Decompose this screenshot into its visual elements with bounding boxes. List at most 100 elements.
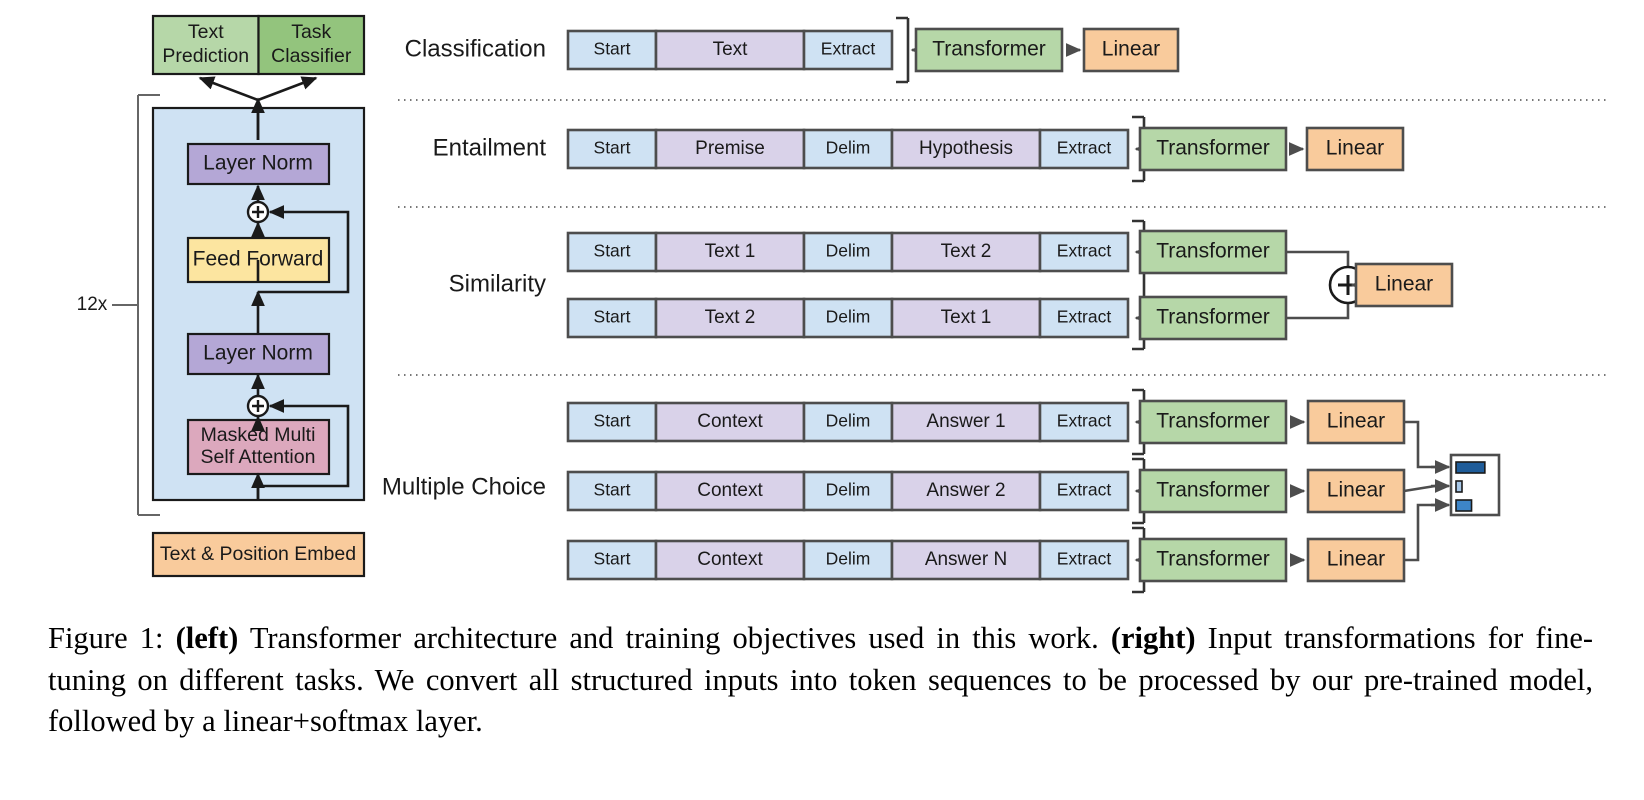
token-label-multiple-choice-r1-2: Delim bbox=[826, 480, 871, 500]
token-label-entailment-r0-2: Delim bbox=[826, 138, 871, 158]
linear-box-multiple-choice-r2 bbox=[1306, 537, 1406, 583]
token-label-similarity-r0-0: Start bbox=[594, 241, 631, 261]
repeat-bracket-arms bbox=[138, 94, 160, 516]
token-label-classification-r0-1: Text bbox=[713, 39, 749, 60]
bracket-arms-similarity bbox=[1132, 219, 1144, 351]
token-entailment-r0-premise bbox=[654, 128, 806, 170]
repeat-label-12x: 12x bbox=[77, 294, 108, 315]
token-label-entailment-r0-3: Hypothesis bbox=[919, 138, 1013, 159]
head-box-text-prediction bbox=[151, 14, 260, 76]
token-classification-r0-start bbox=[566, 29, 658, 71]
transformer-box-entailment-r0 bbox=[1138, 126, 1288, 172]
token-entailment-r0-hypothesis bbox=[890, 128, 1042, 170]
softmax-bar-1 bbox=[1455, 480, 1463, 493]
token-entailment-r0-delim bbox=[802, 128, 894, 170]
transformer-box-multiple-choice-r1 bbox=[1138, 468, 1288, 514]
task-label-entailment: Entailment bbox=[433, 134, 547, 161]
linear-label-similarity: Linear bbox=[1375, 273, 1433, 296]
transformer-label-multiple-choice-r2: Transformer bbox=[1156, 548, 1270, 571]
residual-add-bottom-glyph bbox=[252, 400, 264, 412]
transformer-label-classification-r0: Transformer bbox=[932, 38, 1046, 61]
merge-line-bottom-similarity bbox=[1286, 302, 1350, 320]
token-label-multiple-choice-r1-1: Context bbox=[697, 480, 763, 501]
token-label-multiple-choice-r2-1: Context bbox=[697, 549, 763, 570]
task-label-similarity: Similarity bbox=[449, 270, 546, 297]
token-multiple-choice-r2-extract bbox=[1038, 539, 1130, 581]
linear-label-multiple-choice-r2: Linear bbox=[1327, 548, 1385, 571]
transformer-label-similarity-r1: Transformer bbox=[1156, 306, 1270, 329]
token-label-multiple-choice-r2-4: Extract bbox=[1057, 549, 1112, 569]
token-label-similarity-r0-3: Text 2 bbox=[941, 241, 992, 262]
token-label-similarity-r1-1: Text 2 bbox=[705, 307, 756, 328]
token-label-entailment-r0-0: Start bbox=[594, 138, 631, 158]
bracket-arms-multiple-choice-r2 bbox=[1132, 526, 1144, 594]
transformer-box-similarity-r1 bbox=[1138, 295, 1288, 341]
token-similarity-r0-extract bbox=[1038, 231, 1130, 273]
head-label-text-prediction-l2: Prediction bbox=[162, 45, 249, 67]
transformer-box-similarity-r0 bbox=[1138, 229, 1288, 275]
skip-connection-bottom bbox=[258, 404, 350, 488]
token-multiple-choice-r2-start bbox=[566, 539, 658, 581]
softmax-bar-2 bbox=[1455, 499, 1473, 512]
token-label-similarity-r1-0: Start bbox=[594, 307, 631, 327]
token-label-multiple-choice-r1-0: Start bbox=[594, 480, 631, 500]
token-label-multiple-choice-r2-0: Start bbox=[594, 549, 631, 569]
residual-add-top-glyph bbox=[252, 206, 264, 218]
block-text-position-embed bbox=[151, 531, 366, 578]
label-masked-attention-l1: Masked Multi bbox=[201, 424, 316, 446]
label-layer-norm-top: Layer Norm bbox=[203, 152, 313, 175]
head-label-text-prediction-l1: Text bbox=[188, 21, 224, 43]
caption-text: Figure 1: bbox=[48, 621, 176, 655]
token-label-similarity-r1-4: Extract bbox=[1057, 307, 1112, 327]
transformer-box-multiple-choice-r2 bbox=[1138, 537, 1288, 583]
token-label-classification-r0-0: Start bbox=[594, 39, 631, 59]
linear-box-similarity bbox=[1354, 262, 1454, 308]
token-entailment-r0-start bbox=[566, 128, 658, 170]
token-label-multiple-choice-r2-2: Delim bbox=[826, 549, 871, 569]
token-multiple-choice-r1-start bbox=[566, 470, 658, 512]
token-label-multiple-choice-r0-1: Context bbox=[697, 411, 763, 432]
token-similarity-r0-delim bbox=[802, 231, 894, 273]
linear-label-entailment-r0: Linear bbox=[1326, 137, 1384, 160]
transformer-label-entailment-r0: Transformer bbox=[1156, 137, 1270, 160]
skip-connection-top bbox=[258, 210, 350, 294]
token-label-entailment-r0-1: Premise bbox=[695, 138, 765, 159]
softmax-route-1 bbox=[1403, 484, 1436, 493]
token-multiple-choice-r0-extract bbox=[1038, 401, 1130, 443]
token-label-multiple-choice-r0-2: Delim bbox=[826, 411, 871, 431]
task-label-classification: Classification bbox=[405, 35, 546, 62]
token-similarity-r1-start bbox=[566, 297, 658, 339]
transformer-label-similarity-r0: Transformer bbox=[1156, 240, 1270, 263]
linear-box-classification-r0 bbox=[1082, 27, 1180, 73]
transformer-label-multiple-choice-r0: Transformer bbox=[1156, 410, 1270, 433]
head-label-task-classifier-l2: Classifier bbox=[271, 45, 352, 67]
token-entailment-r0-extract bbox=[1038, 128, 1130, 170]
softmax-route-0 bbox=[1404, 420, 1435, 469]
token-label-multiple-choice-r1-3: Answer 2 bbox=[926, 480, 1005, 501]
token-similarity-r0-text-1 bbox=[654, 231, 806, 273]
linear-box-entailment-r0 bbox=[1305, 126, 1405, 172]
token-multiple-choice-r2-answer-n bbox=[890, 539, 1042, 581]
token-label-multiple-choice-r0-4: Extract bbox=[1057, 411, 1112, 431]
head-label-task-classifier-l1: Task bbox=[291, 21, 331, 43]
linear-label-multiple-choice-r0: Linear bbox=[1327, 410, 1385, 433]
label-text-position-embed: Text & Position Embed bbox=[160, 543, 356, 565]
softmax-route-2 bbox=[1404, 503, 1435, 562]
label-masked-attention-l2: Self Attention bbox=[201, 446, 316, 468]
arrow-to-task-classifier bbox=[257, 76, 318, 102]
token-classification-r0-extract bbox=[802, 29, 894, 71]
token-label-multiple-choice-r2-3: Answer N bbox=[925, 549, 1007, 570]
transformer-box-multiple-choice-r0 bbox=[1138, 399, 1288, 445]
token-label-multiple-choice-r1-4: Extract bbox=[1057, 480, 1112, 500]
token-label-classification-r0-2: Extract bbox=[821, 39, 876, 59]
token-label-similarity-r0-2: Delim bbox=[826, 241, 871, 261]
linear-box-multiple-choice-r1 bbox=[1306, 468, 1406, 514]
token-label-entailment-r0-4: Extract bbox=[1057, 138, 1112, 158]
token-multiple-choice-r1-extract bbox=[1038, 470, 1130, 512]
token-label-similarity-r1-3: Text 1 bbox=[941, 307, 992, 328]
bracket-arms-multiple-choice-r0 bbox=[1132, 388, 1144, 456]
token-label-similarity-r1-2: Delim bbox=[826, 307, 871, 327]
task-label-multiple-choice: Multiple Choice bbox=[382, 473, 546, 500]
